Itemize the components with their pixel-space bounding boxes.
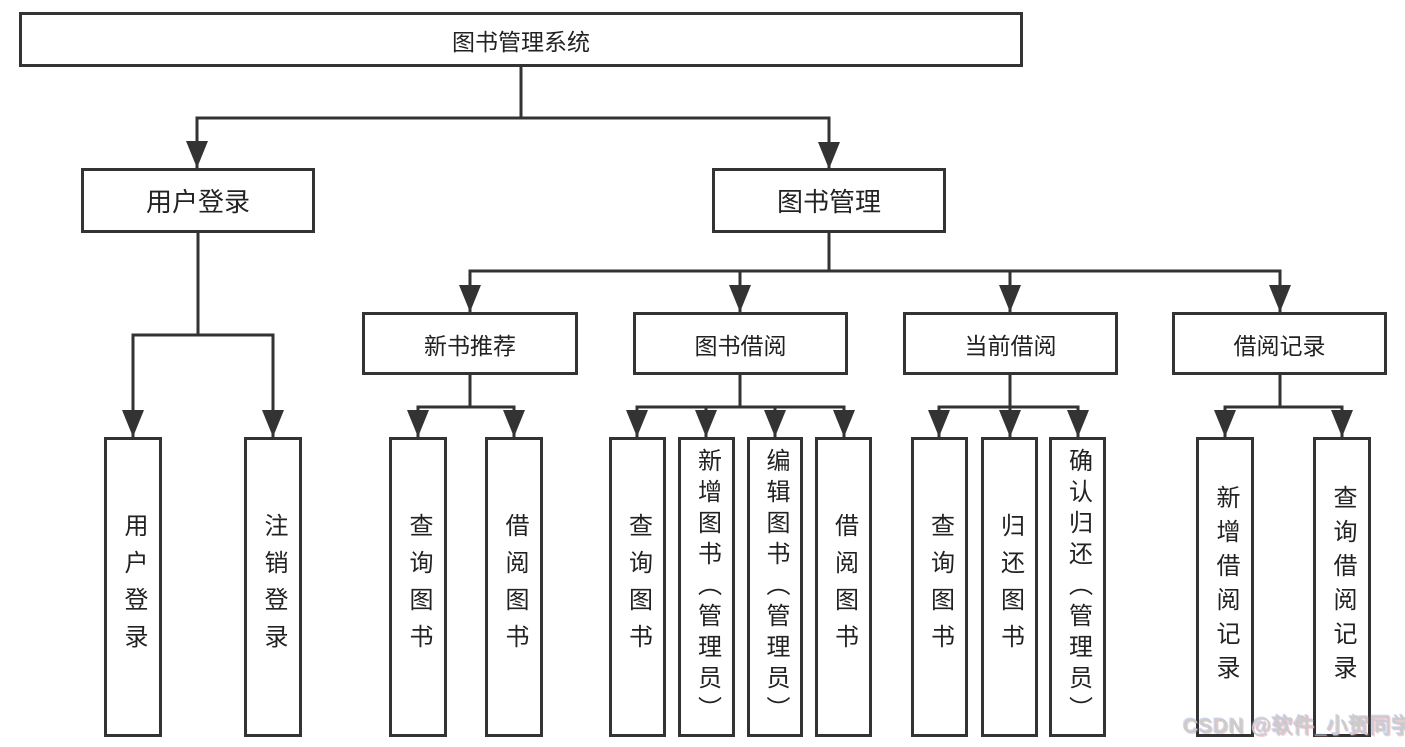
node-book-management-label: 图书管理	[776, 187, 881, 217]
node-current-borrowing: 当前借阅	[903, 312, 1118, 375]
node-user-login: 用户登录	[81, 168, 315, 233]
leaf-borrowing-add-books-admin-label: 新增图书（管理员）	[693, 447, 721, 727]
leaf-recommend-query-books-label: 查询图书	[405, 513, 432, 661]
leaf-current-query-books: 查询图书	[911, 437, 968, 737]
node-root: 图书管理系统	[19, 12, 1023, 67]
leaf-records-query-record: 查询借阅记录	[1313, 437, 1371, 737]
leaf-current-confirm-return-admin: 确认归还（管理员）	[1049, 437, 1106, 737]
leaf-user-login: 用户登录	[104, 437, 162, 737]
node-book-borrowing-label: 图书借阅	[694, 332, 787, 359]
leaf-logout-login: 注销登录	[244, 437, 302, 737]
node-book-borrowing: 图书借阅	[633, 312, 848, 375]
leaf-recommend-query-books: 查询图书	[389, 437, 447, 737]
node-borrowing-records-label: 借阅记录	[1233, 332, 1326, 359]
node-book-management: 图书管理	[712, 168, 946, 233]
leaf-current-confirm-return-admin-label: 确认归还（管理员）	[1064, 447, 1092, 727]
leaf-borrowing-query-books: 查询图书	[609, 437, 666, 737]
leaf-recommend-borrow-books-label: 借阅图书	[501, 513, 528, 661]
leaf-borrowing-borrow-books-label: 借阅图书	[830, 513, 858, 661]
node-root-label: 图书管理系统	[452, 28, 590, 55]
node-borrowing-records: 借阅记录	[1172, 312, 1387, 375]
node-current-borrowing-label: 当前借阅	[964, 332, 1057, 359]
node-new-book-recommendation-label: 新书推荐	[424, 332, 516, 359]
leaf-borrowing-add-books-admin: 新增图书（管理员）	[678, 437, 735, 737]
leaf-current-return-books-label: 归还图书	[996, 513, 1024, 661]
leaf-borrowing-edit-books-admin: 编辑图书（管理员）	[747, 437, 803, 737]
node-new-book-recommendation: 新书推荐	[362, 312, 578, 375]
leaf-borrowing-edit-books-admin-label: 编辑图书（管理员）	[762, 447, 789, 727]
leaf-borrowing-query-books-label: 查询图书	[624, 513, 652, 661]
leaf-current-return-books: 归还图书	[981, 437, 1038, 737]
leaf-records-add-record-label: 新增借阅记录	[1212, 485, 1239, 689]
leaf-records-query-record-label: 查询借阅记录	[1329, 485, 1356, 689]
leaf-borrowing-borrow-books: 借阅图书	[815, 437, 872, 737]
leaf-current-query-books-label: 查询图书	[926, 513, 954, 661]
csdn-watermark: CSDN @软件_小贺同学	[1183, 715, 1405, 738]
leaf-logout-login-label: 注销登录	[260, 513, 287, 661]
leaf-records-add-record: 新增借阅记录	[1196, 437, 1254, 737]
leaf-recommend-borrow-books: 借阅图书	[485, 437, 543, 737]
node-user-login-label: 用户登录	[145, 187, 250, 217]
leaf-user-login-label: 用户登录	[120, 513, 147, 661]
